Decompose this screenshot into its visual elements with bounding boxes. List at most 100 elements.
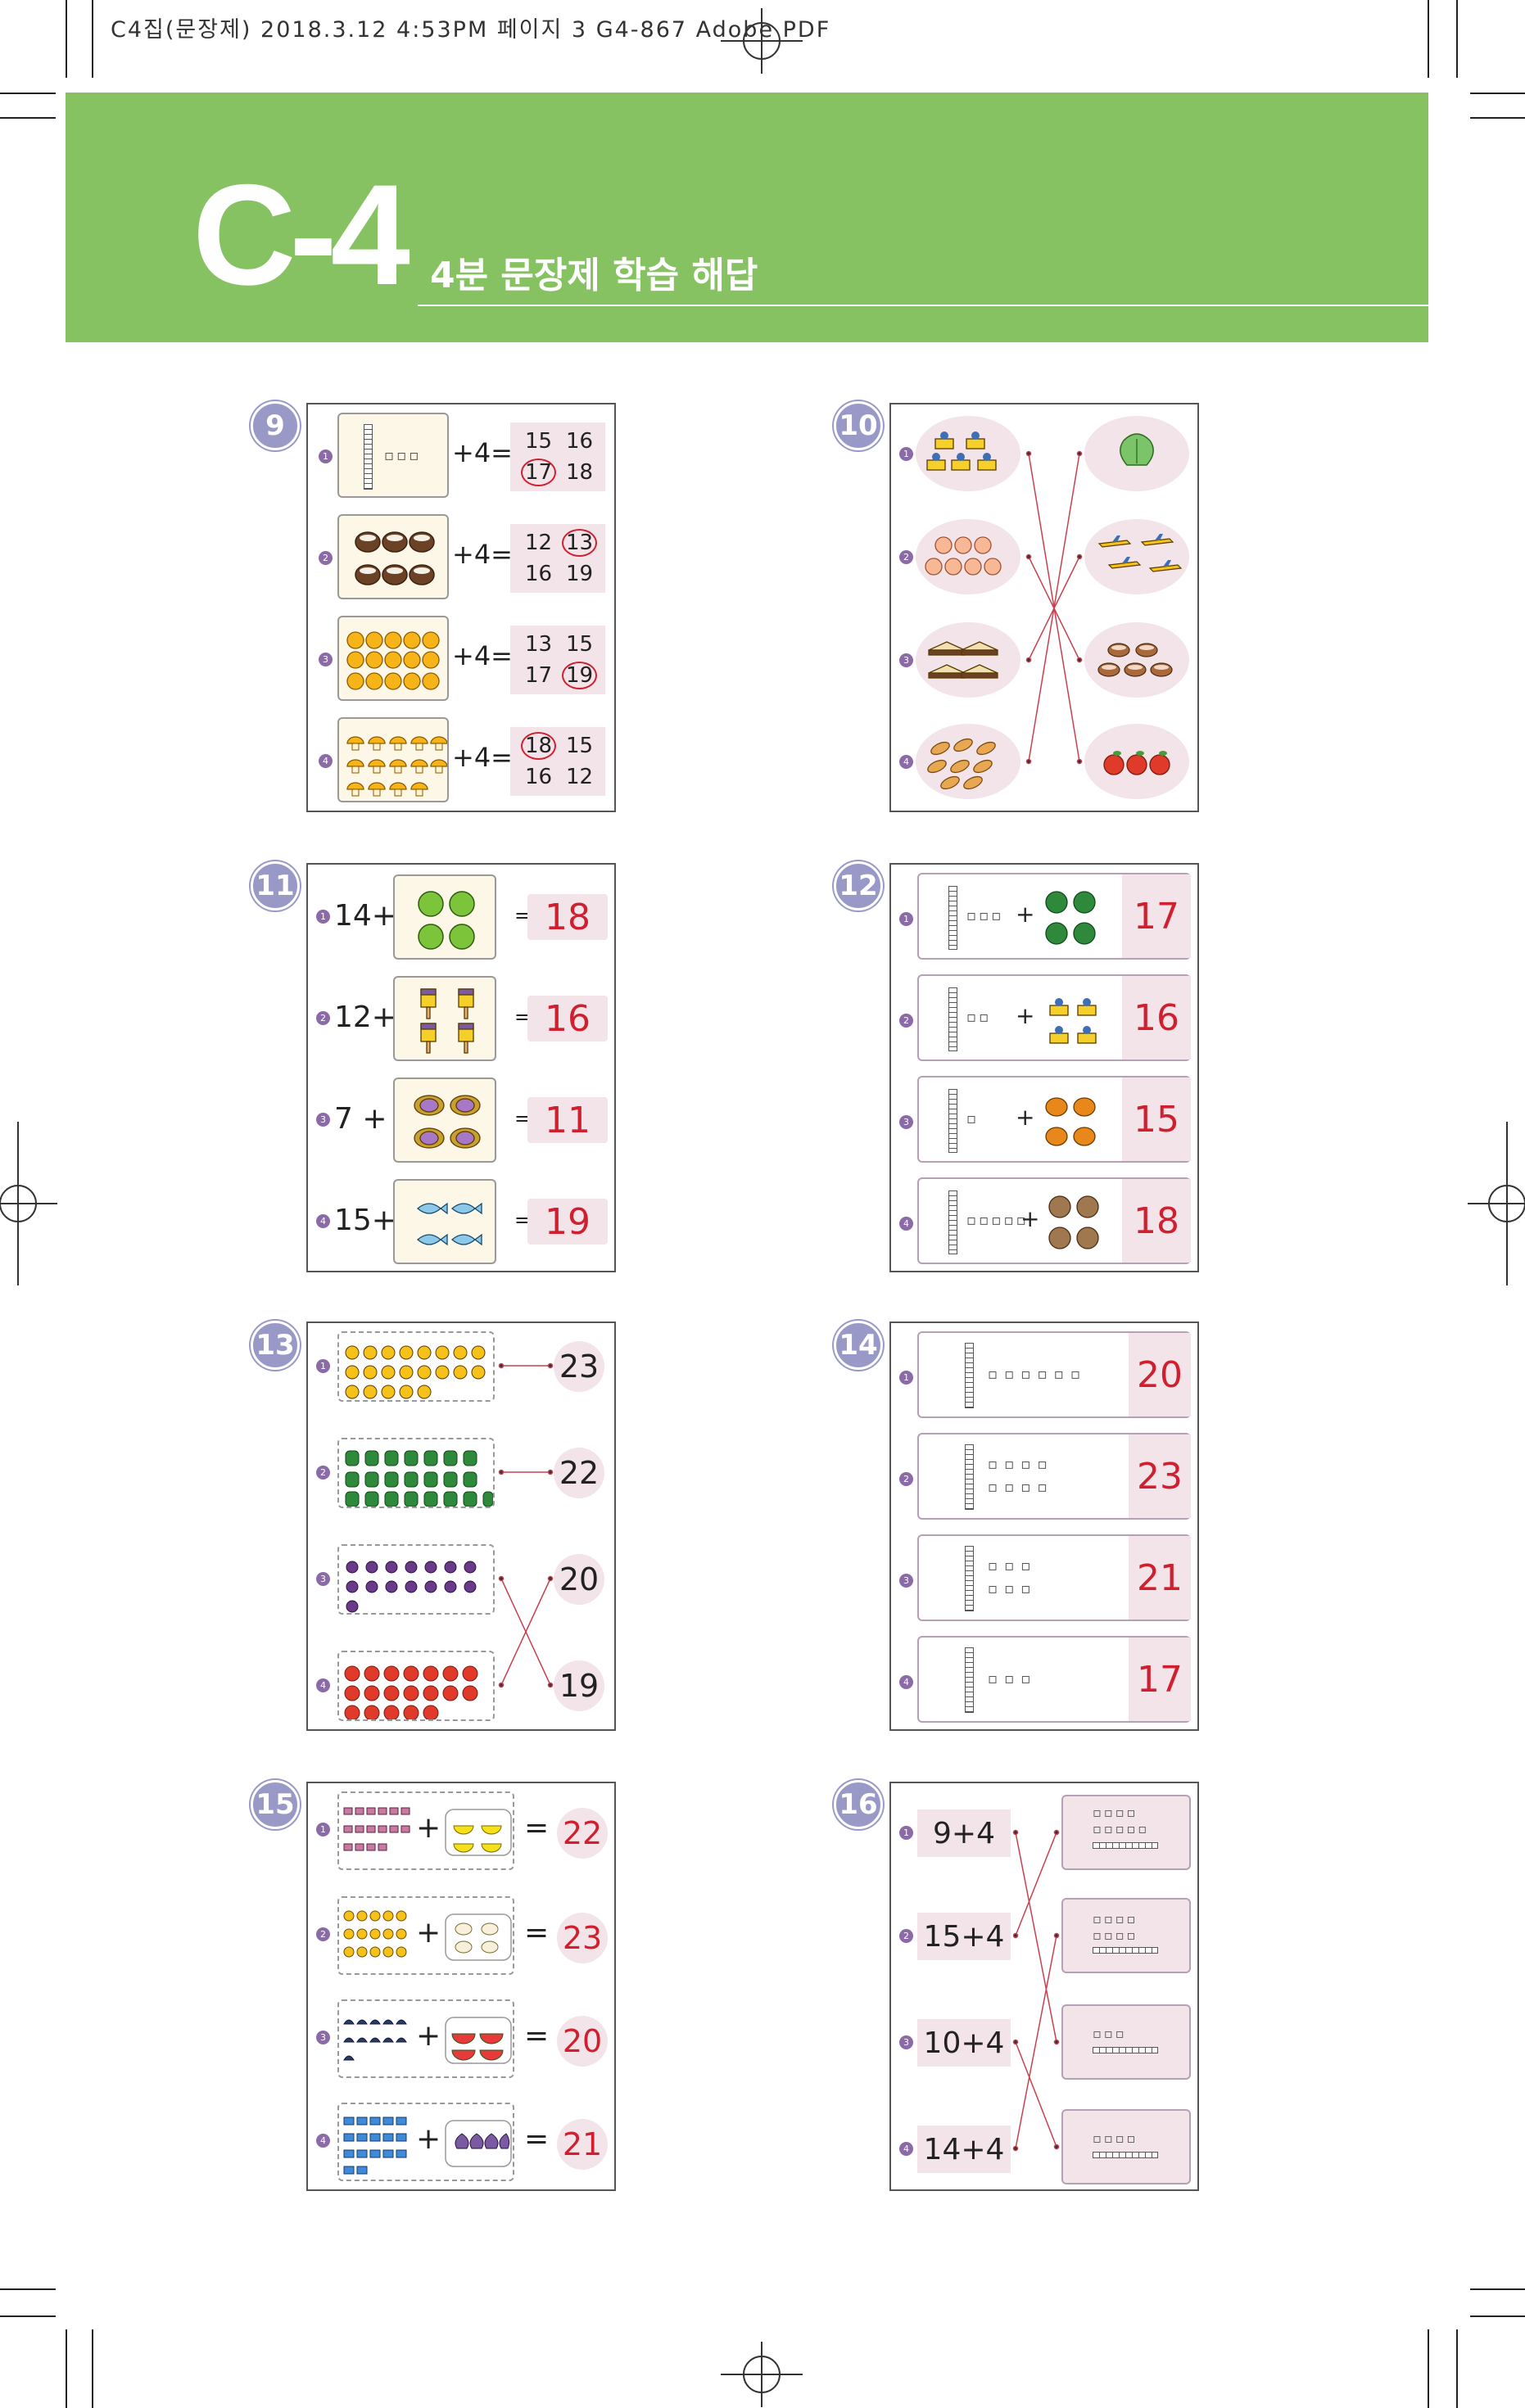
unit-cubes-icon: ▫▫▫▫ — [988, 1479, 1054, 1496]
option: 12 — [566, 765, 594, 789]
crop-mark — [0, 117, 56, 119]
item-number: 2 — [316, 1927, 330, 1941]
expression-box: 14+4 — [917, 2126, 1011, 2173]
item-number: 3 — [899, 2035, 913, 2049]
crop-mark — [66, 2329, 67, 2408]
registration-mark — [721, 8, 803, 74]
equation-lhs: 7 + — [334, 1102, 387, 1136]
option-circled: 18 — [521, 732, 557, 760]
cookie-icon — [1097, 643, 1173, 677]
ten-rod-icon — [965, 1444, 974, 1510]
question-12-panel: 1 ▫▫▫ + 17 2 ▫▫ + 16 3 ▫ + 15 4 ▫▫▫▫▫ + … — [889, 863, 1199, 1272]
airplane-icon — [1097, 534, 1183, 572]
plus-sign: + — [416, 2122, 441, 2156]
answer-circle: 22 — [554, 1448, 604, 1498]
picture-card — [393, 1078, 496, 1163]
question-badge-10: 10 — [834, 401, 883, 450]
unit-cubes-icon: ▫ — [966, 1110, 980, 1127]
item-number: 1 — [319, 450, 333, 463]
unit-cubes-icon: ▫▫▫▫ — [1093, 1911, 1138, 1927]
question-badge-14: 14 — [834, 1321, 883, 1370]
unit-code: C-4 — [192, 156, 410, 315]
peach-icon — [925, 536, 1002, 576]
question-16-panel: 1 9+4 2 15+4 3 10+4 4 14+4 ▫▫▫▫ ▫▫▫▫▫ ▫▫… — [889, 1782, 1199, 2191]
unit-cubes-icon: ▫▫▫▫ — [1093, 1927, 1138, 1943]
unit-cubes-icon: ▫▫▫ — [1093, 2026, 1127, 2041]
picture-card — [337, 1438, 495, 1508]
block-picture: ▫▫▫ — [1061, 2004, 1191, 2080]
option-circled: 19 — [562, 662, 598, 689]
crop-mark — [1428, 2329, 1429, 2408]
option-circled: 17 — [521, 459, 557, 486]
picture-card — [337, 2103, 514, 2181]
operation: +4= — [452, 742, 513, 773]
picture-card — [393, 874, 496, 960]
answer-box: 18 — [527, 894, 608, 940]
ten-rod-icon — [1093, 2152, 1158, 2158]
picture-card — [337, 514, 449, 599]
item-number: 2 — [899, 1014, 913, 1028]
item-row: ▫▫▫▫ ▫▫▫▫ 23 — [917, 1433, 1191, 1520]
orange-icon — [346, 631, 440, 690]
picture-card — [337, 1651, 495, 1721]
ten-rod-icon — [948, 1190, 957, 1254]
answer-box: 17 — [1129, 1638, 1191, 1721]
answer-box: 18 — [1122, 1179, 1191, 1263]
option-circled: 13 — [562, 529, 598, 557]
question-13-panel: 1 2 3 4 23 22 20 19 — [306, 1321, 616, 1731]
answer-circle: 21 — [557, 2119, 608, 2170]
item-row: ▫ + 15 — [917, 1076, 1191, 1163]
crop-mark — [66, 0, 67, 78]
pepper-icon — [345, 1450, 493, 1507]
item-row: ▫▫▫ + 17 — [917, 873, 1191, 960]
picture-oval — [916, 416, 1020, 491]
tomato-icon — [344, 1665, 478, 1719]
bread-icon — [927, 738, 996, 790]
item-number: 2 — [319, 551, 333, 565]
option: 16 — [525, 765, 553, 789]
answer-options: 12 13 16 19 — [510, 524, 605, 593]
item-number: 3 — [316, 1113, 330, 1127]
unit-cubes-icon: ▫▫▫ — [988, 1580, 1038, 1597]
answer-box: 11 — [527, 1097, 608, 1143]
apple-icon — [1103, 751, 1170, 775]
equals-sign: = — [514, 904, 532, 927]
answer-options: 18 15 16 12 — [510, 727, 605, 796]
cupcake-icon — [343, 1807, 410, 1851]
registration-mark — [0, 1122, 57, 1285]
registration-mark — [721, 2342, 803, 2407]
equals-sign: = — [514, 1005, 532, 1028]
option: 13 — [525, 632, 553, 657]
plus-sign: + — [1020, 1205, 1040, 1232]
answer-box: 21 — [1129, 1536, 1191, 1620]
operation: +4= — [452, 640, 513, 671]
ten-rod-icon — [948, 886, 957, 950]
block-picture: ▫▫▫▫ — [1061, 2109, 1191, 2184]
plus-sign: + — [1016, 1104, 1035, 1131]
sunflower-icon — [345, 1345, 486, 1399]
walnut-icon — [1048, 1195, 1099, 1249]
answer-circle: 19 — [554, 1660, 604, 1711]
answer-circle: 20 — [554, 1554, 604, 1605]
unit-cubes-icon: ▫▫▫▫▫ — [1093, 1821, 1150, 1836]
picture-card — [337, 1896, 514, 1975]
item-row: ▫▫▫ ▫▫▫ 21 — [917, 1534, 1191, 1621]
unit-cubes-icon: ▫▫▫ — [384, 447, 422, 464]
print-info-header: C4집(문장제) 2018.3.12 4:53PM 페이지 3 G4-867 A… — [111, 17, 831, 43]
title-banner — [66, 93, 1428, 342]
unit-cubes-icon: ▫▫▫ — [988, 1670, 1038, 1687]
crop-mark — [1456, 2329, 1458, 2408]
answer-circle: 20 — [557, 2016, 608, 2067]
picture-oval — [916, 519, 1020, 594]
pear-icon — [343, 1910, 407, 1958]
question-badge-13: 13 — [251, 1321, 300, 1370]
ten-rod-icon — [364, 424, 373, 490]
flag-icon — [343, 2117, 407, 2175]
picture-oval — [1084, 416, 1189, 491]
option: 19 — [566, 562, 594, 586]
picture-card: ▫▫▫ — [337, 413, 449, 498]
car-icon — [343, 2019, 407, 2061]
picture-card — [393, 976, 496, 1061]
item-number: 2 — [316, 1011, 330, 1025]
answer-box: 23 — [1129, 1434, 1191, 1518]
